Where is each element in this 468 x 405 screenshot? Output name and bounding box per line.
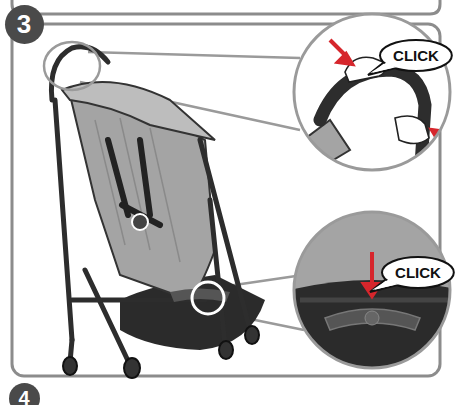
click-text: CLICK (393, 47, 439, 64)
step-frame (12, 24, 440, 376)
step-number-text: 3 (17, 9, 31, 40)
highlight-circle (192, 282, 224, 314)
highlight-circle (44, 42, 100, 90)
stroller (51, 47, 265, 378)
step-number: 4 (9, 383, 40, 405)
zoom-circle (294, 14, 450, 170)
zoom-circle (294, 212, 450, 368)
step-number-text: 4 (18, 387, 29, 405)
click-bubble: CLICK (382, 257, 454, 288)
click-text: CLICK (395, 264, 441, 281)
click-bubble: CLICK (380, 40, 452, 71)
previous-frame (12, 0, 440, 14)
footrest-zoom (290, 210, 460, 380)
handle-zoom (290, 10, 460, 180)
step-number: 3 (5, 5, 44, 44)
